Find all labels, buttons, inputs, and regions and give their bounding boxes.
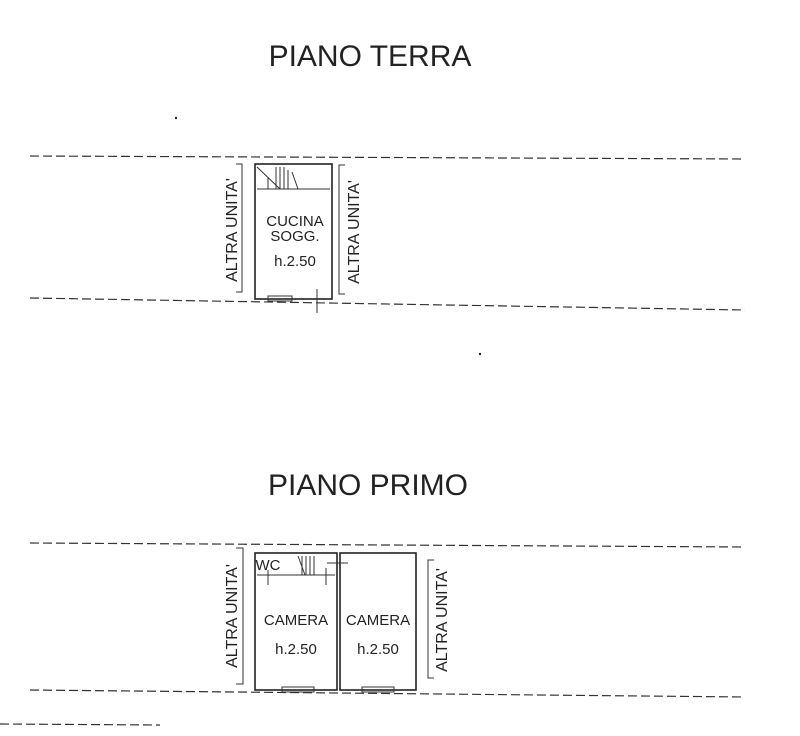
room-height: h.2.50 [274, 253, 316, 270]
ground-floor-unit: CUCINA SOGG. h.2.50 [254, 163, 333, 313]
room-name-2: SOGG. [270, 228, 319, 245]
speck [174, 116, 178, 120]
page-edge-line [0, 723, 161, 726]
boundary-line-bottom [29, 297, 746, 311]
ground-floor-title: PIANO TERRA [269, 40, 472, 73]
speck [478, 352, 482, 356]
first-floor-unit: WC CAMERA h.2.50 CAMERA h.2.50 [254, 552, 417, 693]
boundary-line-top [29, 155, 746, 160]
room-name: CAMERA [264, 612, 328, 629]
right-bracket [427, 559, 434, 679]
right-neighbor-label: ALTRA UNITA' [346, 180, 363, 284]
boundary-line-top [29, 542, 746, 548]
right-bracket [338, 164, 345, 295]
left-bracket [236, 163, 243, 293]
room-name: CUCINA [266, 213, 324, 230]
left-bracket [236, 547, 244, 685]
room-height: h.2.50 [357, 641, 399, 658]
right-neighbor-label: ALTRA UNITA' [434, 568, 451, 672]
boundary-line-bottom [29, 689, 746, 698]
left-neighbor-label: ALTRA UNITA' [224, 178, 241, 282]
first-floor-title: PIANO PRIMO [268, 469, 468, 502]
room-name: CAMERA [346, 612, 410, 629]
wc-label: WC [256, 557, 281, 574]
left-neighbor-label: ALTRA UNITA' [224, 564, 241, 668]
room-height: h.2.50 [275, 641, 317, 658]
